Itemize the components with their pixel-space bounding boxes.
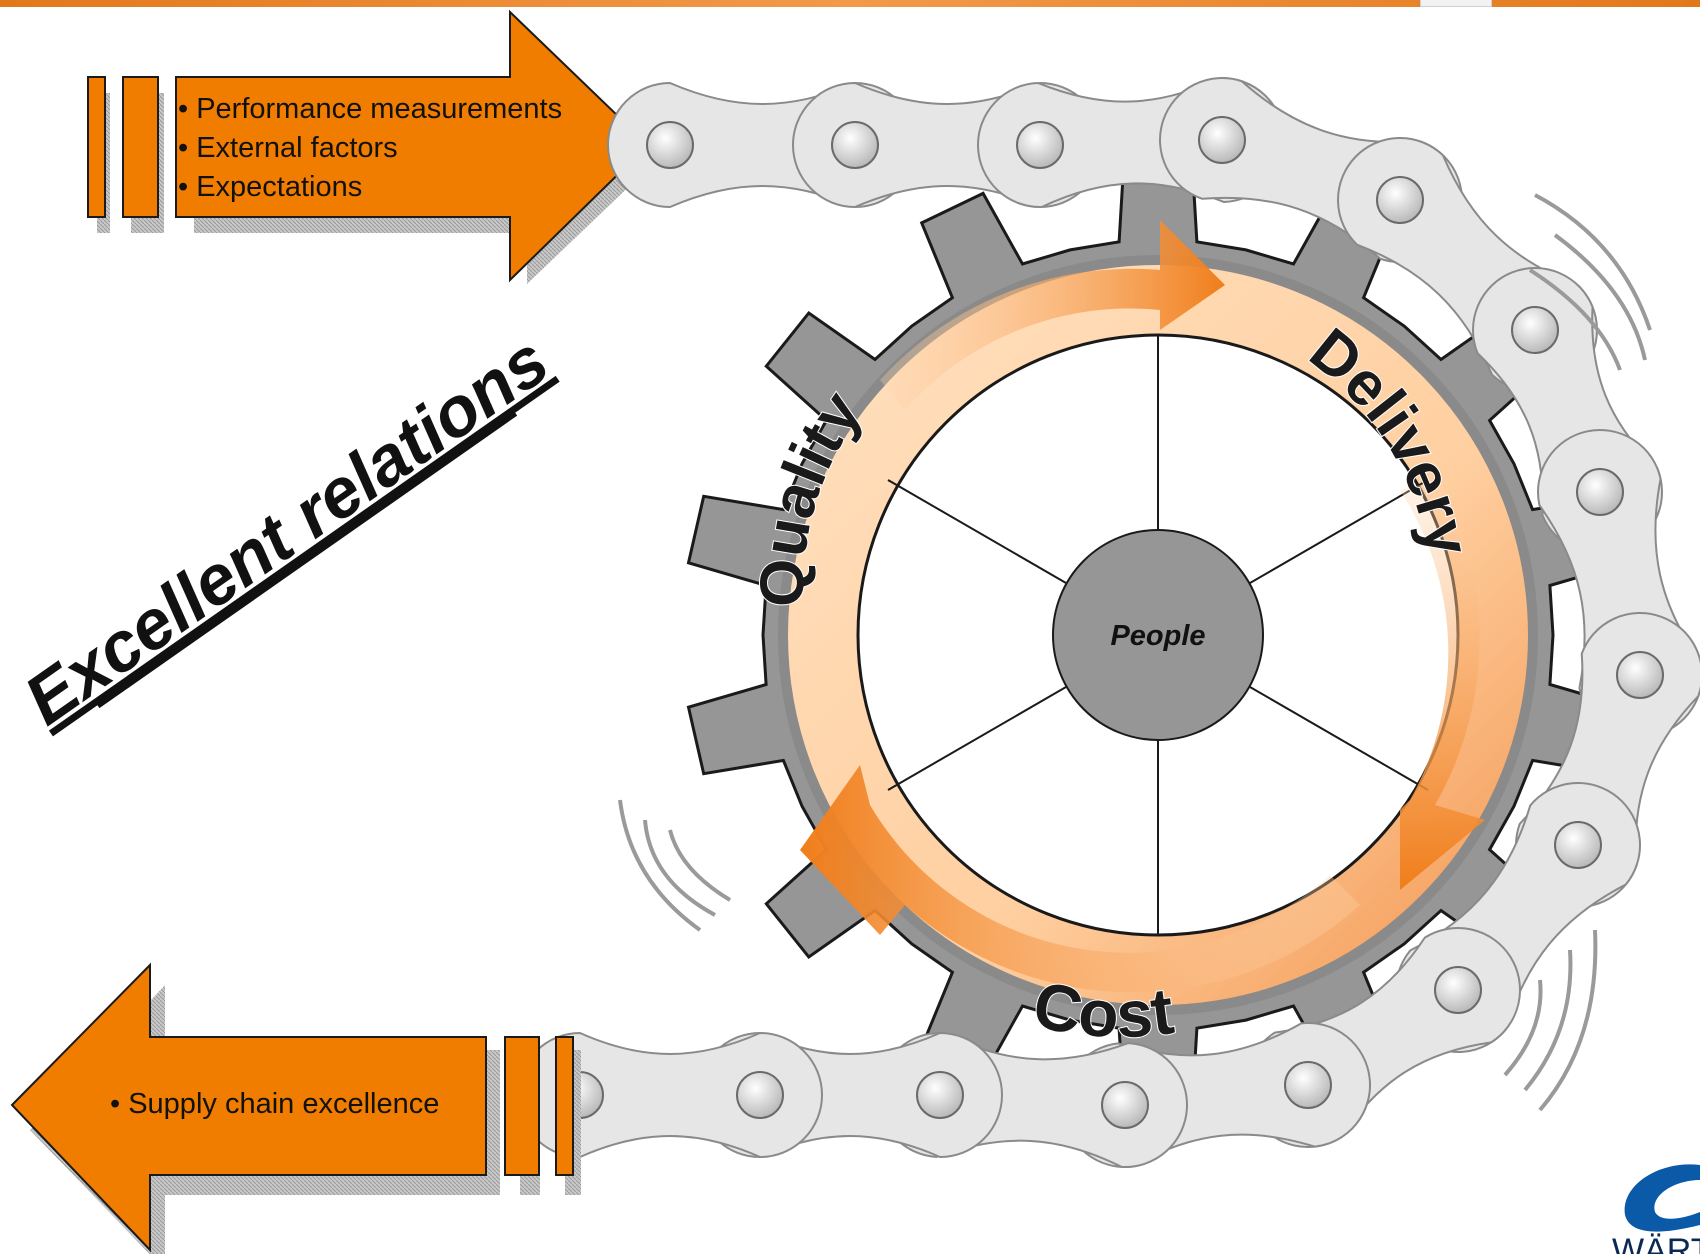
input-bullet-3: • Expectations <box>178 171 362 203</box>
ring-flow-arrows <box>800 220 1485 993</box>
chain-pin <box>1198 116 1246 164</box>
ring-outer-edge <box>778 255 1538 1015</box>
spoke <box>887 479 1067 584</box>
output-arrow-body <box>10 962 487 1253</box>
flow-arrow-bottom <box>800 765 1360 993</box>
input-arrow-bar <box>87 76 106 218</box>
logo-mark-highlight <box>1654 1180 1700 1219</box>
chain-pin <box>1284 1061 1332 1109</box>
motion-line <box>1523 949 1573 1092</box>
wartsila-logo: WÄRTSIL <box>1612 1164 1700 1254</box>
motion-line <box>1538 929 1598 1112</box>
output-arrow-bar <box>504 1036 540 1176</box>
input-bullet-2: • External factors <box>178 132 398 164</box>
wheel-spokes <box>887 335 1429 935</box>
chain-pin <box>831 121 879 169</box>
people-hub <box>1052 529 1264 741</box>
chain-pin <box>736 1071 784 1119</box>
chain-pin <box>1434 966 1482 1014</box>
chain-pin <box>1576 468 1624 516</box>
motion-line <box>1553 233 1647 361</box>
chain-pin <box>916 1071 964 1119</box>
chain-pin <box>1016 121 1064 169</box>
cost-label: Cost <box>1027 967 1177 1052</box>
header-strip <box>0 0 1700 7</box>
header-tab <box>1420 0 1492 7</box>
output-arrow: • Supply chain excellence <box>10 962 581 1254</box>
motion-line <box>1528 268 1622 371</box>
spoke <box>887 686 1067 791</box>
spoke <box>1249 686 1429 791</box>
output-bullet-1: • Supply chain excellence <box>110 1088 439 1120</box>
chain-pin <box>646 121 694 169</box>
logo-wordmark: WÄRTSIL <box>1612 1232 1700 1254</box>
output-arrow-bar <box>555 1036 574 1176</box>
excellent-relations: Excellent relations <box>11 321 562 740</box>
flow-arrow-top <box>880 220 1225 410</box>
motion-line <box>1503 979 1543 1077</box>
input-bullet-1: • Performance measurements <box>178 93 562 125</box>
motion-line <box>643 819 716 917</box>
input-arrow: • Performance measurements • External fa… <box>87 9 660 284</box>
input-arrow-bar <box>122 76 159 218</box>
input-arrow-body <box>175 9 650 283</box>
motion-line <box>1534 193 1652 331</box>
excellent-relations-underline <box>96 411 518 709</box>
chain-pin <box>1616 651 1664 699</box>
chain-pin <box>1554 821 1602 869</box>
people-label: People <box>1110 620 1205 652</box>
spoke <box>1249 479 1429 584</box>
flow-arrow-right <box>1400 480 1485 890</box>
chain-pin <box>1101 1081 1149 1129</box>
chain-pin <box>1376 176 1424 224</box>
motion-lines <box>618 193 1652 1112</box>
chain-pin <box>1511 306 1559 354</box>
motion-line <box>668 829 732 902</box>
motion-line <box>618 799 702 932</box>
excellent-relations-label: Excellent relations <box>11 321 562 740</box>
